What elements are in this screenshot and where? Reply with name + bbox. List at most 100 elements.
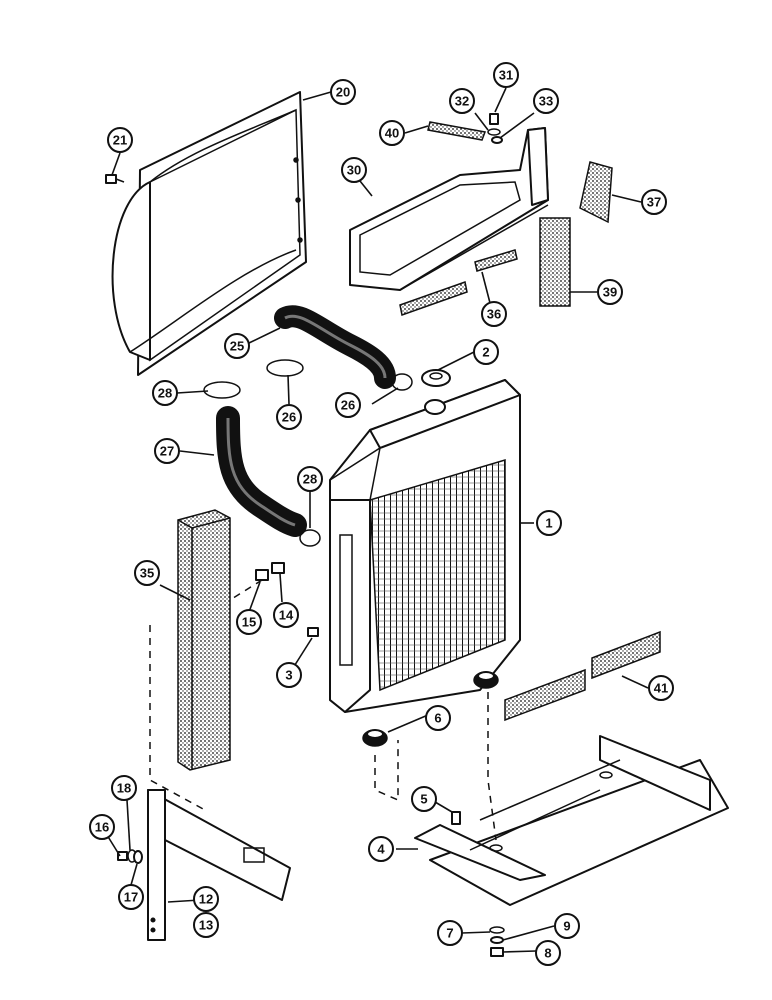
callout-5: 5 — [411, 786, 437, 812]
callout-40: 40 — [379, 120, 405, 146]
hose-clamp-28a — [203, 381, 241, 399]
svg-text:31: 31 — [499, 68, 513, 83]
svg-text:7: 7 — [446, 926, 453, 941]
callout-39: 39 — [597, 279, 623, 305]
callout-14: 14 — [273, 602, 299, 628]
svg-text:36: 36 — [487, 307, 501, 322]
svg-text:26: 26 — [282, 410, 296, 425]
frame-bolt-5 — [451, 811, 461, 825]
svg-text:21: 21 — [113, 133, 127, 148]
callout-41: 41 — [648, 675, 674, 701]
callout-15: 15 — [236, 609, 262, 635]
foam-strip-40 — [427, 121, 487, 141]
svg-text:6: 6 — [434, 711, 441, 726]
svg-text:39: 39 — [603, 285, 617, 300]
drain-fitting-14 — [271, 562, 285, 574]
svg-text:17: 17 — [124, 890, 138, 905]
shroud-bolt — [105, 174, 125, 184]
callout-25: 25 — [224, 333, 250, 359]
svg-text:37: 37 — [647, 195, 661, 210]
lockwasher-17 — [133, 850, 143, 864]
rubber-mount-6a — [473, 671, 499, 689]
svg-text:30: 30 — [347, 163, 361, 178]
svg-text:40: 40 — [385, 126, 399, 141]
radiator-base-frame — [414, 735, 729, 906]
callout-16: 16 — [89, 814, 115, 840]
foam-column-35 — [177, 509, 231, 771]
callout-4: 4 — [368, 836, 394, 862]
foam-strip-41b — [591, 630, 661, 680]
fan-shroud — [111, 91, 307, 376]
bracket-bolt-16 — [117, 851, 128, 861]
radiator-cap — [421, 369, 451, 387]
svg-text:13: 13 — [199, 918, 213, 933]
svg-text:18: 18 — [117, 781, 131, 796]
callout-35: 35 — [134, 560, 160, 586]
svg-text:5: 5 — [420, 792, 427, 807]
svg-text:33: 33 — [539, 94, 553, 109]
callout-8: 8 — [535, 940, 561, 966]
foam-strip-36b — [474, 249, 518, 272]
callout-28-bottom: 28 — [297, 466, 323, 492]
callout-32: 32 — [449, 88, 475, 114]
assembly-phantom-lines — [149, 579, 497, 841]
callout-7: 7 — [437, 920, 463, 946]
washer-9 — [490, 936, 504, 944]
svg-text:8: 8 — [544, 946, 551, 961]
svg-text:4: 4 — [377, 842, 385, 857]
support-bracket — [147, 789, 291, 941]
radiator — [329, 379, 521, 713]
callout-31: 31 — [493, 62, 519, 88]
callout-28-top: 28 — [152, 380, 178, 406]
callout-27: 27 — [154, 438, 180, 464]
svg-text:14: 14 — [279, 608, 294, 623]
svg-text:1: 1 — [545, 516, 552, 531]
svg-text:2: 2 — [482, 345, 489, 360]
callout-2: 2 — [473, 339, 499, 365]
svg-text:15: 15 — [242, 615, 256, 630]
hose-clamp-28b — [299, 529, 321, 547]
nut-8 — [490, 947, 504, 957]
foam-strip-36a — [399, 281, 468, 316]
foam-strip-39 — [539, 217, 571, 307]
svg-text:20: 20 — [336, 85, 350, 100]
hose-clamp-26b — [391, 373, 413, 391]
callout-30: 30 — [341, 157, 367, 183]
callout-1: 1 — [536, 510, 562, 536]
callout-26-left: 26 — [276, 404, 302, 430]
callout-21: 21 — [107, 127, 133, 153]
svg-text:32: 32 — [455, 94, 469, 109]
callout-13: 13 — [193, 912, 219, 938]
svg-text:27: 27 — [160, 444, 174, 459]
callout-3: 3 — [276, 662, 302, 688]
svg-text:28: 28 — [303, 472, 317, 487]
foam-strip-41a — [504, 668, 586, 722]
hose-clamp-26a — [266, 359, 304, 377]
washer-7 — [489, 926, 505, 934]
svg-text:12: 12 — [199, 892, 213, 907]
upper-hose — [274, 305, 396, 389]
petcock-3 — [307, 627, 319, 637]
svg-text:26: 26 — [341, 398, 355, 413]
foam-block-37 — [579, 161, 613, 224]
drain-plug-15 — [255, 569, 269, 581]
upper-baffle — [349, 127, 549, 291]
callout-9: 9 — [554, 913, 580, 939]
callout-36: 36 — [481, 301, 507, 327]
callout-18: 18 — [111, 775, 137, 801]
callout-17: 17 — [118, 884, 144, 910]
svg-text:41: 41 — [654, 681, 668, 696]
svg-text:16: 16 — [95, 820, 109, 835]
svg-text:25: 25 — [230, 339, 244, 354]
callout-6: 6 — [425, 705, 451, 731]
callout-33: 33 — [533, 88, 559, 114]
svg-text:9: 9 — [563, 919, 570, 934]
callout-37: 37 — [641, 189, 667, 215]
callout-20: 20 — [330, 79, 356, 105]
lower-hose — [216, 406, 307, 537]
rubber-mount-6b — [362, 729, 388, 747]
top-fasteners — [487, 113, 503, 144]
svg-text:35: 35 — [140, 566, 154, 581]
callout-12: 12 — [193, 886, 219, 912]
